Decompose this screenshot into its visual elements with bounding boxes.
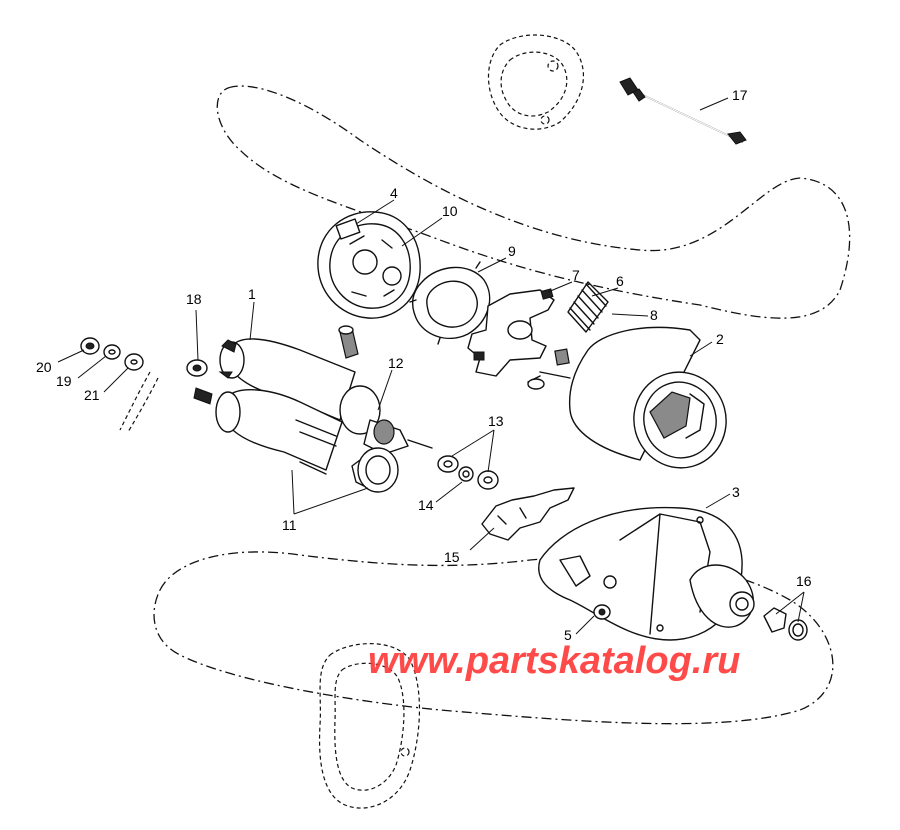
bushing-set-16 bbox=[763, 607, 808, 641]
bushing-5 bbox=[593, 604, 611, 620]
starter-motor-part bbox=[193, 338, 433, 475]
callout-13: 13 bbox=[488, 413, 504, 429]
callout-2: 2 bbox=[716, 331, 724, 347]
callout-18: 18 bbox=[186, 291, 202, 307]
callout-14: 14 bbox=[418, 497, 434, 513]
drive-housing-part bbox=[538, 506, 755, 641]
callout-19: 19 bbox=[56, 373, 72, 389]
callout-5: 5 bbox=[564, 627, 572, 643]
snap-ring-14 bbox=[458, 466, 474, 482]
callout-21: 21 bbox=[84, 387, 100, 403]
callout-4: 4 bbox=[390, 185, 398, 201]
yoke-housing-part bbox=[568, 326, 727, 469]
brush-plate-part bbox=[409, 261, 495, 345]
upper-gasket-outline bbox=[487, 34, 584, 130]
through-bolt-part bbox=[619, 77, 747, 145]
flat-washer-21 bbox=[119, 353, 159, 433]
callout-12: 12 bbox=[388, 355, 404, 371]
pinion-gear-part bbox=[351, 447, 399, 493]
callout-16: 16 bbox=[796, 573, 812, 589]
brush-holder-part bbox=[467, 288, 555, 377]
callout-11: 11 bbox=[282, 517, 297, 533]
callout-10: 10 bbox=[442, 203, 458, 219]
thrust-washer-13 bbox=[437, 455, 499, 490]
callout-3: 3 bbox=[732, 484, 740, 500]
callout-1: 1 bbox=[248, 286, 256, 302]
terminal-nut-18 bbox=[186, 359, 208, 377]
rear-cover-part bbox=[317, 211, 421, 359]
lower-dashed-outline bbox=[153, 551, 834, 725]
callout-9: 9 bbox=[508, 243, 516, 259]
upper-dashed-outline bbox=[216, 85, 851, 319]
shift-lever-part bbox=[481, 487, 575, 541]
brush-part bbox=[527, 348, 571, 390]
brush-spring-part bbox=[567, 281, 609, 333]
terminal-nut-20 bbox=[80, 337, 100, 355]
watermark-text: www.partskatalog.ru bbox=[368, 640, 741, 682]
callout-17: 17 bbox=[732, 87, 748, 103]
callout-8: 8 bbox=[650, 307, 658, 323]
lower-gasket-outline bbox=[318, 643, 421, 809]
leader-lines bbox=[57, 97, 805, 635]
callout-6: 6 bbox=[616, 273, 624, 289]
callout-7: 7 bbox=[572, 267, 580, 283]
lock-washer-19 bbox=[103, 344, 121, 360]
callout-15: 15 bbox=[444, 549, 460, 565]
callout-20: 20 bbox=[36, 359, 52, 375]
